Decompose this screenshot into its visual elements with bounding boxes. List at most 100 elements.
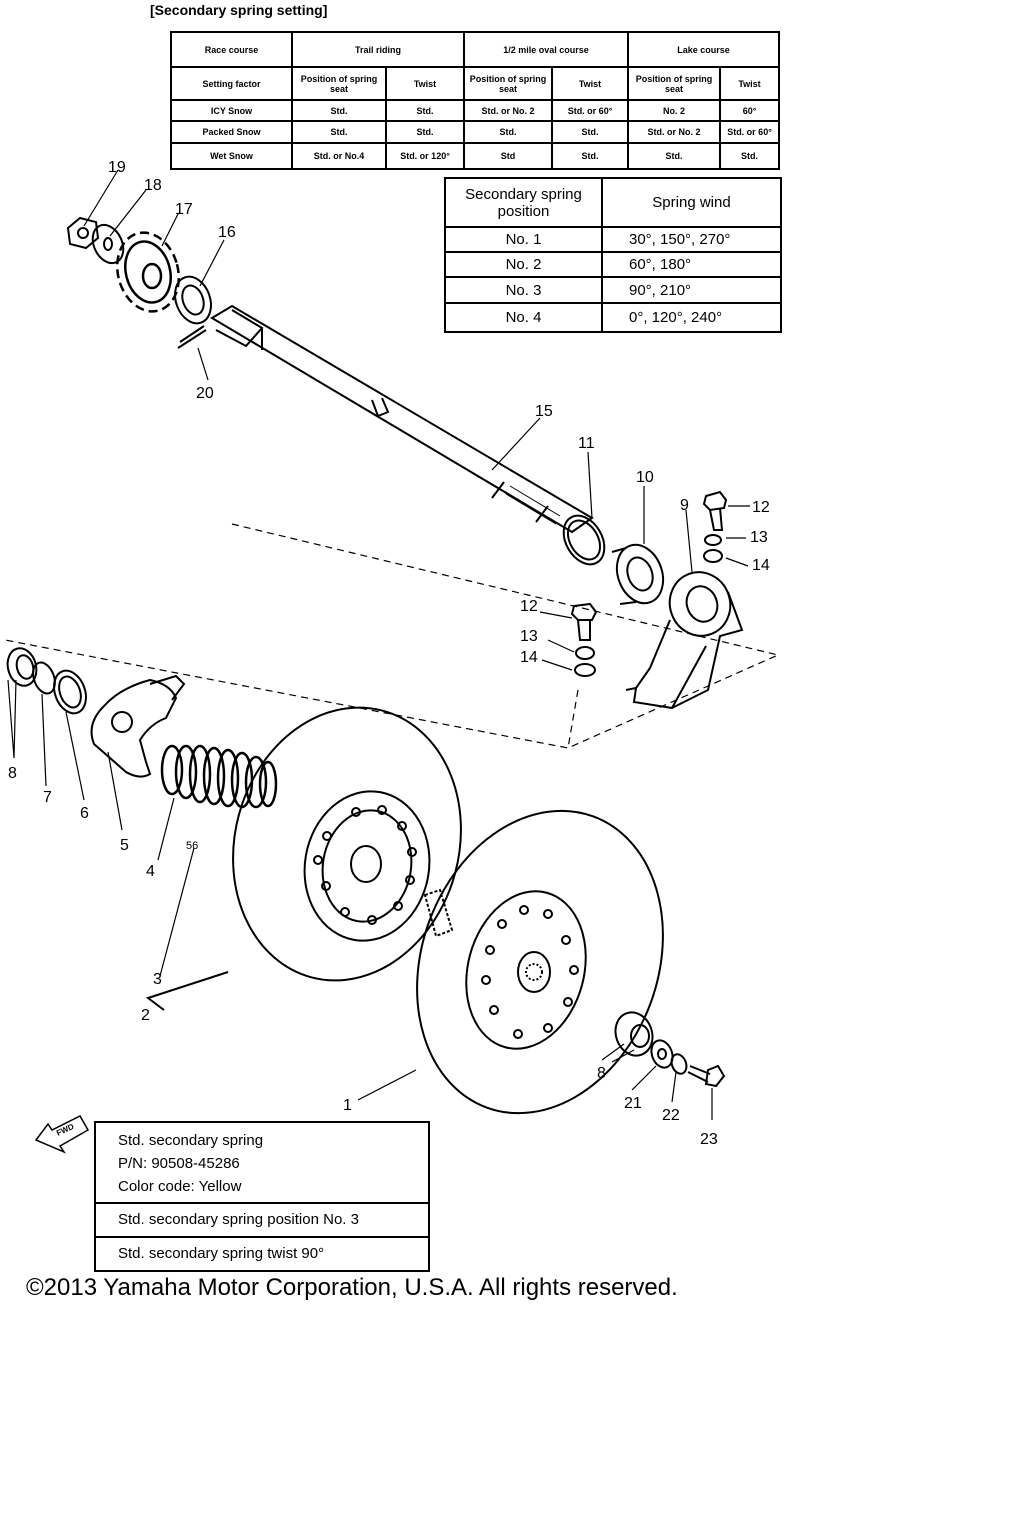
part-9-bracket [625, 571, 744, 710]
spring-spec-note: Std. secondary spring P/N: 90508-45286 C… [94, 1121, 430, 1272]
callout-17: 17 [175, 201, 193, 218]
position-cell: No. 4 [444, 302, 603, 333]
spring-marking: 56 [186, 840, 198, 852]
position-cell: No. 3 [444, 276, 603, 304]
copyright-notice: ©2013 Yamaha Motor Corporation, U.S.A. A… [26, 1274, 678, 1301]
part-19-nut [66, 216, 100, 250]
table-row: No. 3 90°, 210° [444, 276, 782, 304]
table-cell: 60° [719, 99, 780, 122]
table-row: No. 4 0°, 120°, 240° [444, 302, 782, 333]
subheader-twist: Twist [719, 66, 780, 101]
row-label: ICY Snow [170, 99, 293, 122]
callout-5: 5 [120, 837, 129, 854]
table-cell: Std. or No. 2 [463, 99, 553, 122]
position-cell: No. 1 [444, 226, 603, 253]
table-row: ICY Snow Std. Std. Std. or No. 2 Std. or… [170, 99, 780, 122]
spring-part-info: Std. secondary spring P/N: 90508-45286 C… [96, 1123, 428, 1202]
note-line: Std. secondary spring [118, 1132, 264, 1149]
exploded-parts-diagram: 56 1 2 3 4 5 6 7 8 [4, 159, 780, 1154]
table-cell: Std. or No.4 [291, 142, 387, 170]
spring-setting-table: Race course Trail riding 1/2 mile oval c… [170, 31, 780, 170]
spring-wind-table: Secondary spring position Spring wind No… [444, 177, 782, 333]
part-16-bearing [174, 275, 212, 325]
subheader-twist: Twist [551, 66, 629, 101]
wind-cell: 60°, 180° [601, 251, 782, 278]
part-13-lockwasher [704, 534, 722, 546]
callout-12: 12 [520, 598, 538, 615]
callout-1: 1 [343, 1097, 352, 1114]
table-cell: Std. [719, 142, 780, 170]
callout-16: 16 [218, 224, 236, 241]
course-trail: Trail riding [291, 31, 465, 68]
assembly-guide-lines [4, 523, 780, 749]
part-22-lockwasher [670, 1053, 688, 1075]
callout-21: 21 [624, 1095, 642, 1112]
callout-13: 13 [750, 529, 768, 546]
callout-6: 6 [80, 805, 89, 822]
callout-4: 4 [146, 863, 155, 880]
callout-12: 12 [752, 499, 770, 516]
callout-2: 2 [141, 1007, 150, 1024]
part-8-bushing [6, 647, 38, 687]
callout-10: 10 [636, 469, 654, 486]
table-cell: Std. [551, 120, 629, 144]
table-cell: Std. or 120° [385, 142, 465, 170]
part-1-fixed-sheave [416, 809, 664, 1115]
wind-cell: 0°, 120°, 240° [601, 302, 782, 333]
part-17-sprocket [115, 231, 181, 313]
callout-3: 3 [153, 971, 162, 988]
part-7-circlip [32, 661, 56, 695]
part-21-washer [650, 1039, 674, 1069]
subheader-position: Position of spring seat [291, 66, 387, 101]
part-23-bolt [687, 1064, 726, 1088]
row-label: Wet Snow [170, 142, 293, 170]
callout-22: 22 [662, 1107, 680, 1124]
table-row: No. 1 30°, 150°, 270° [444, 226, 782, 253]
table-cell: Std. [385, 120, 465, 144]
callout-8: 8 [597, 1065, 606, 1082]
callout-19: 19 [108, 159, 126, 176]
callout-14: 14 [752, 557, 770, 574]
part-14-washer [574, 663, 596, 677]
part-10-bearing [611, 543, 665, 605]
subheader-twist: Twist [385, 66, 465, 101]
wind-cell: 90°, 210° [601, 276, 782, 304]
callout-23: 23 [700, 1131, 718, 1148]
position-cell: No. 2 [444, 251, 603, 278]
callout-8: 8 [8, 765, 17, 782]
part-8-bushing [614, 1011, 654, 1057]
row-label: Packed Snow [170, 120, 293, 144]
callout-15: 15 [535, 403, 553, 420]
table-cell: Std. [291, 120, 387, 144]
table-cell: Std. or No. 2 [627, 120, 721, 144]
part-12-bolt [570, 602, 598, 641]
table-cell: Std. [385, 99, 465, 122]
note-part-number: P/N: 90508-45286 [118, 1155, 240, 1172]
heading: [Secondary spring setting] [150, 2, 328, 18]
leader-lines [7, 169, 750, 1120]
table-cell: Std. or 60° [551, 99, 629, 122]
table-cell: Std. [627, 142, 721, 170]
note-position: Std. secondary spring position No. 3 [96, 1202, 428, 1236]
part-2-movable-sheave [232, 706, 462, 982]
note-twist: Std. secondary spring twist 90° [96, 1236, 428, 1270]
bracket-2-leader [145, 971, 229, 1011]
callout-18: 18 [144, 177, 162, 194]
part-20-pin [177, 325, 207, 349]
header-spring-wind: Spring wind [601, 177, 782, 228]
setting-factor-header: Setting factor [170, 66, 293, 101]
race-course-header: Race course [170, 31, 293, 68]
table-row: No. 2 60°, 180° [444, 251, 782, 278]
callout-20: 20 [196, 385, 214, 402]
fwd-label: FWD [55, 1122, 76, 1138]
callout-11: 11 [578, 435, 595, 452]
table-cell: Std. [291, 99, 387, 122]
callout-9: 9 [680, 497, 689, 514]
table-cell: Std. [463, 120, 553, 144]
part-12-bolt [702, 490, 728, 531]
course-lake: Lake course [627, 31, 780, 68]
part-6-washer [53, 669, 87, 715]
subheader-position: Position of spring seat [627, 66, 721, 101]
table-cell: Std. or 60° [719, 120, 780, 144]
callout-14: 14 [520, 649, 538, 666]
